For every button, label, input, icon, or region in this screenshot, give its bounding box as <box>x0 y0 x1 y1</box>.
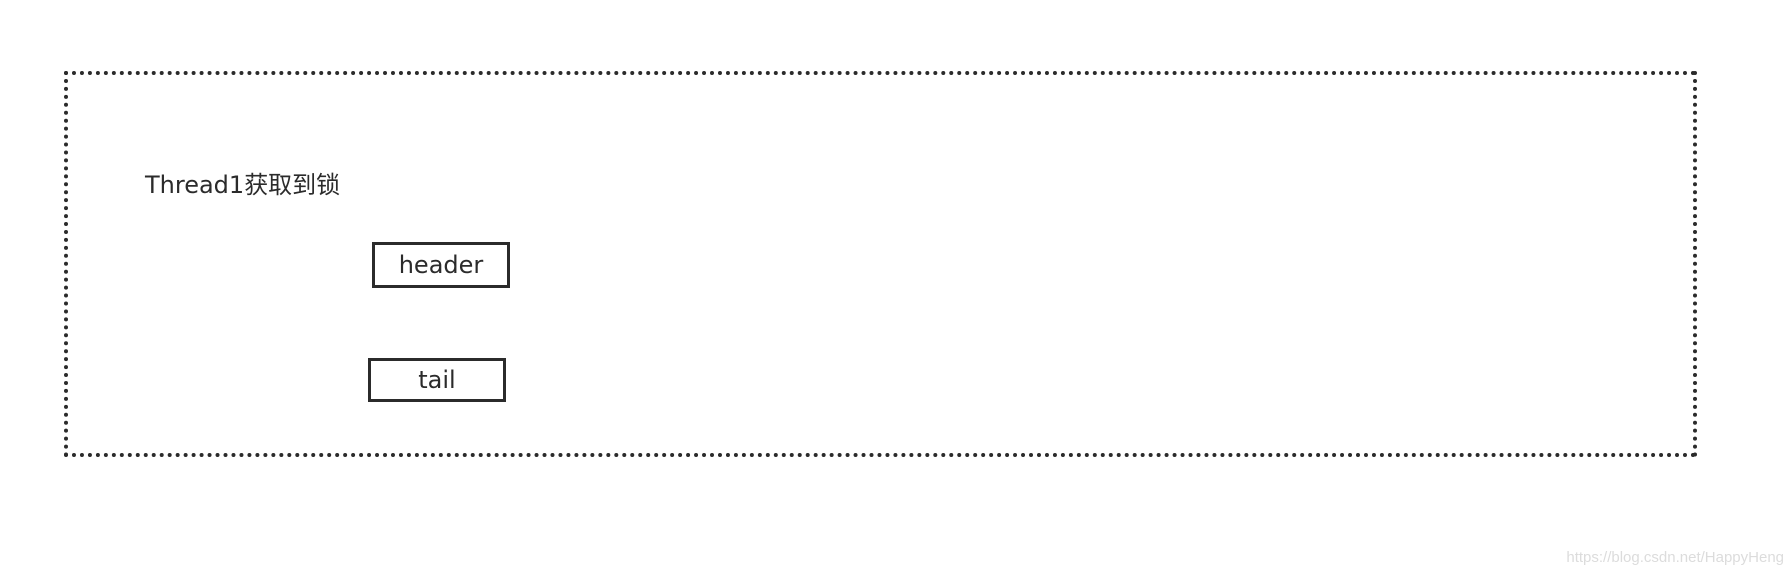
header-node-label: header <box>398 251 484 279</box>
header-node: header <box>372 242 510 288</box>
watermark: https://blog.csdn.net/HappyHeng <box>1566 549 1784 566</box>
diagram-caption: Thread1获取到锁 <box>145 171 341 199</box>
tail-node-label: tail <box>418 366 456 394</box>
tail-node: tail <box>368 358 506 402</box>
dotted-frame <box>64 71 1697 457</box>
